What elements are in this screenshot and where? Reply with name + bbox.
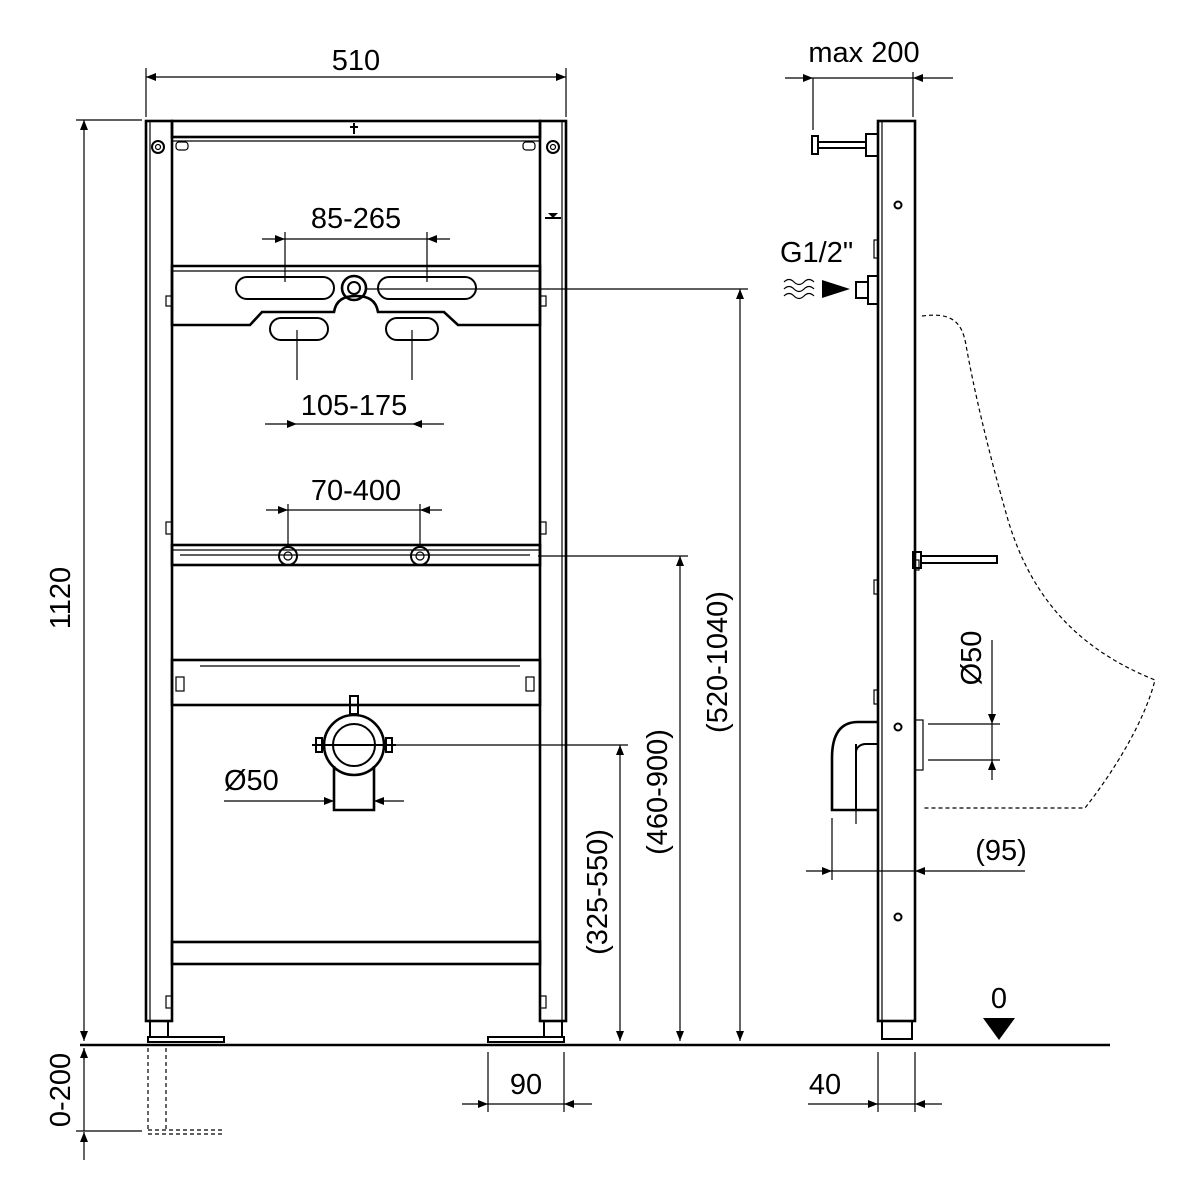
water-flow-icon [783, 278, 850, 300]
faucet-spacing-label: 85-265 [311, 203, 401, 235]
offset-dimension: (95) [806, 818, 1027, 880]
width-label: 510 [332, 45, 380, 77]
mounting-hole-icon [546, 140, 560, 154]
lower-rail [170, 658, 542, 707]
front-frame [144, 119, 568, 1135]
side-foot-dimension: 40 [808, 1052, 942, 1112]
supply-fitting [811, 133, 879, 157]
foot-plate [147, 1036, 225, 1043]
bracket-rail [165, 521, 547, 567]
floor-reference-triangle-icon [983, 1018, 1015, 1040]
drain-diameter-dimension: Ø50 [224, 765, 404, 805]
adjust-label: 0-200 [45, 1053, 77, 1127]
foot-plate [487, 1036, 565, 1043]
water-inlet-connector-icon [340, 274, 368, 302]
urinal-outline-dashed [921, 314, 1156, 809]
bracket-height-dimension: (460-900) [538, 555, 688, 1041]
projection-label: max 200 [808, 37, 919, 69]
inlet-fitting [855, 275, 879, 305]
drain-height-dimension: (325-550) [394, 744, 628, 1041]
drain-elbow [312, 695, 396, 812]
foot-dimension: 90 [462, 1052, 592, 1112]
side-foot-label: 40 [809, 1069, 841, 1101]
projection-dimension: max 200 [785, 37, 953, 130]
bracket-height-label: (460-900) [642, 729, 674, 855]
height-label: 1120 [45, 567, 77, 629]
supply-height-dimension: (520-1040) [366, 288, 748, 1041]
side-drain-diameter-label: Ø50 [956, 631, 988, 686]
bracket-spacing-label: 70-400 [311, 475, 401, 507]
bracket-bolt [912, 551, 998, 569]
level-mark-icon [545, 213, 561, 219]
lower-slot-spacing-label: 105-175 [301, 390, 407, 422]
offset-label: (95) [975, 835, 1027, 867]
side-drain-diameter-dimension: Ø50 [928, 631, 1000, 780]
inlet-label: G1/2" [780, 237, 853, 269]
drain-height-label: (325-550) [582, 829, 614, 955]
threaded-socket-icon [410, 546, 430, 566]
foot-label: 90 [510, 1069, 542, 1101]
height-dimension: 1120 [45, 119, 142, 1041]
side-frame [873, 119, 924, 1040]
lower-slot-spacing-dimension: 105-175 [265, 330, 444, 428]
threaded-socket-icon [278, 546, 298, 566]
faucet-spacing-dimension: 85-265 [262, 203, 450, 282]
width-dimension: 510 [145, 45, 567, 117]
floor-label: 0 [991, 983, 1007, 1015]
adjust-dimension: 0-200 [45, 1048, 142, 1160]
drain-elbow-side [830, 720, 879, 824]
faucet-mounting-plate [165, 264, 547, 341]
center-mark-icon [350, 123, 358, 134]
mounting-hole-icon [151, 140, 165, 154]
leg-extension-dashed [147, 1048, 222, 1135]
drain-diameter-label: Ø50 [224, 765, 279, 797]
bracket-spacing-dimension: 70-400 [266, 475, 442, 546]
floor-reference: 0 [983, 983, 1015, 1040]
supply-height-label: (520-1040) [702, 591, 734, 733]
bottom-rail [165, 940, 547, 1009]
